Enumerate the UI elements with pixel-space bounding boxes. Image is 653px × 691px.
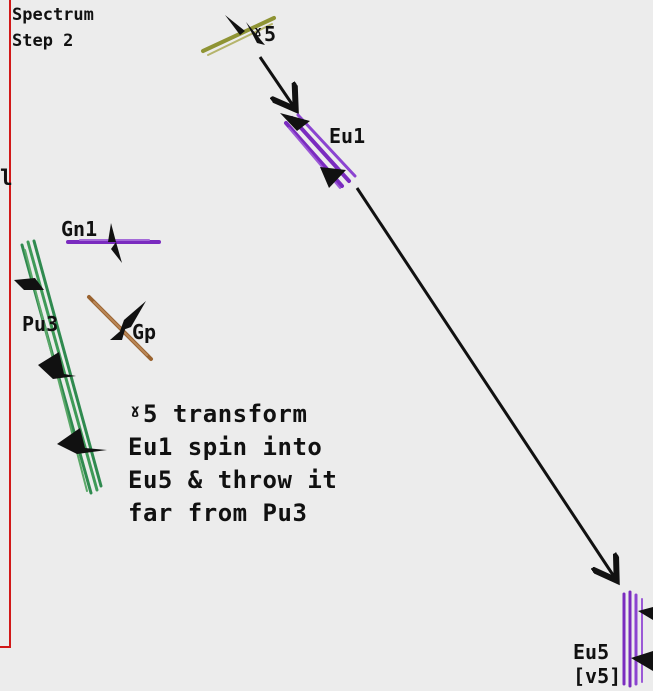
left-border-line bbox=[9, 0, 11, 648]
edge-label: l bbox=[0, 166, 13, 190]
arrow-eu1-to-eu5 bbox=[355, 187, 615, 578]
eu5-sublabel: [v5] bbox=[573, 664, 622, 688]
note-line-4: far from Pu3 bbox=[128, 499, 308, 527]
pu3-node-icon bbox=[14, 239, 107, 495]
annotation-note: ˠ5 transform Eu1 spin into Eu5 & throw i… bbox=[128, 398, 337, 530]
note-line-1: ˠ5 transform bbox=[128, 400, 308, 428]
eu5-node-icon bbox=[622, 590, 653, 688]
note-line-3: Eu5 & throw it bbox=[128, 466, 338, 494]
gp-label: Gp bbox=[132, 320, 157, 344]
eu1-label: Eu1 bbox=[329, 124, 366, 148]
gn1-node-icon bbox=[66, 223, 161, 263]
title-line-1: Spectrum bbox=[12, 5, 94, 25]
arrow-y5-to-eu1 bbox=[258, 56, 294, 107]
gn1-label: Gn1 bbox=[61, 217, 98, 241]
y5-node-icon bbox=[201, 15, 276, 56]
eu5-label: Eu5 bbox=[573, 640, 610, 664]
bottom-left-border-line bbox=[0, 646, 11, 648]
diagram-title: Spectrum Step 2 bbox=[12, 2, 94, 54]
note-line-2: Eu1 spin into bbox=[128, 433, 323, 461]
y5-label: ˠ5 bbox=[252, 22, 277, 46]
pu3-label: Pu3 bbox=[22, 312, 59, 336]
title-line-2: Step 2 bbox=[12, 31, 74, 51]
eu1-node-icon bbox=[280, 113, 357, 189]
gp-node-icon bbox=[87, 295, 153, 361]
